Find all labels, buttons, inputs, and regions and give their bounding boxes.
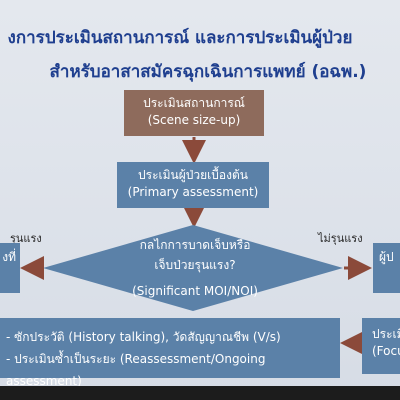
reassessment-item: - ประเมินซ้ำเป็นระยะ (Reassessment/Ongoi… (6, 352, 266, 388)
projector-bottom-edge (0, 386, 400, 400)
severe-path-box-text: งที่ (2, 250, 16, 264)
history-and-reassessment-box: - ซักประวัติ (History talking), วัดสัญญา… (0, 318, 340, 388)
decision-diamond (43, 225, 343, 311)
not-severe-branch-label: ไม่รุนแรง (318, 232, 363, 245)
slide-title-line-1: งการประเมินสถานการณ์ และการประเมินผู้ป่ว… (7, 28, 353, 48)
severe-path-box: งที่ (0, 243, 20, 293)
focused-assessment-box: ประเมิ (Focus (362, 318, 400, 374)
severe-branch-label: รุนแรง (10, 232, 42, 245)
not-severe-path-box: ผู้ป (373, 243, 400, 293)
primary-box-english-label: (Primary assessment) (127, 185, 259, 199)
focused-box-thai-label: ประเมิ (372, 327, 400, 341)
decision-question-line-2: เจ็บป่วยรุนแรง? (154, 258, 236, 272)
primary-box-thai-label: ประเมินผู้ป่วยเบื้องต้น (138, 168, 248, 182)
decision-question-line-1: กลไกการบาดเจ็บหรือ (139, 238, 251, 252)
primary-assessment-box: ประเมินผู้ป่วยเบื้องต้น (Primary assessm… (117, 162, 269, 208)
history-taking-item: - ซักประวัติ (History talking), วัดสัญญา… (6, 330, 281, 344)
not-severe-path-box-text: ผู้ป (379, 250, 394, 264)
decision-question-english: (Significant MOI/NOI) (132, 284, 258, 298)
focused-box-english-label: (Focus (372, 344, 400, 358)
scene-size-up-box: ประเมินสถานการณ์ (Scene size-up) (124, 90, 264, 136)
slide-title-line-2: สำหรับอาสาสมัครฉุกเฉินการแพทย์ (อฉพ.) (49, 62, 367, 82)
scene-box-thai-label: ประเมินสถานการณ์ (143, 96, 245, 110)
scene-box-english-label: (Scene size-up) (147, 113, 241, 127)
